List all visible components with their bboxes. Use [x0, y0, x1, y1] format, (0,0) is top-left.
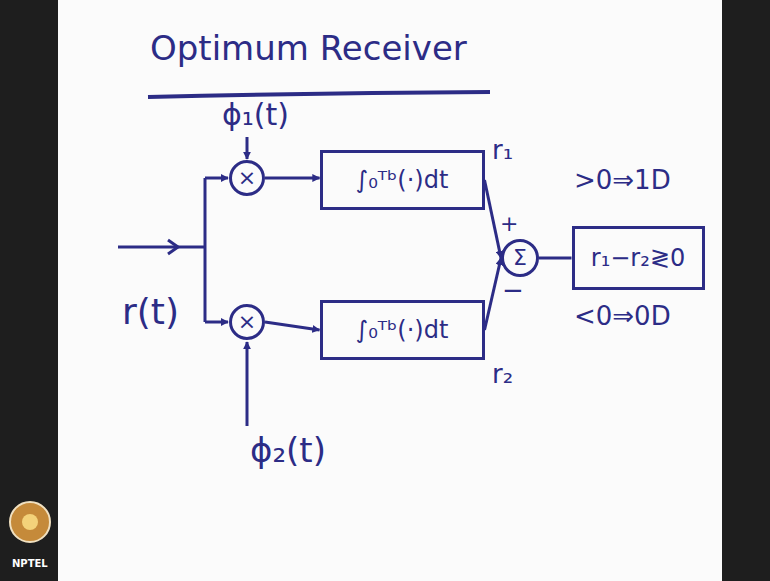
summer-circle: Σ [501, 239, 539, 277]
edge-label: r₂ [490, 360, 515, 389]
decision-rule: <0⇒0D [574, 302, 671, 331]
title-text: Optimum Receiver [150, 30, 467, 67]
decision-rule-holder: <0⇒0D [574, 302, 671, 331]
node-text: ∫₀ᵀᵇ(·)dt [356, 317, 449, 343]
signal-wire [265, 177, 320, 180]
flow-chevron [168, 240, 178, 254]
node-text: ∫₀ᵀᵇ(·)dt [356, 167, 449, 193]
signal-wire [485, 258, 502, 330]
sign-label-holder: − [502, 276, 524, 305]
sign-label: − [502, 276, 524, 305]
split-wire [204, 178, 207, 322]
edge-label: r₁ [490, 136, 515, 165]
circle-border [231, 162, 264, 195]
signal-wire [485, 180, 502, 258]
decision-box: r₁−r₂≷0 [572, 226, 705, 290]
title-holder: Optimum Receiver [150, 30, 467, 67]
sign-label: + [500, 212, 518, 236]
logo-text-holder: NPTEL [12, 552, 48, 571]
title-underline [148, 92, 490, 97]
node-text: r₁−r₂≷0 [591, 245, 685, 271]
whiteboard [58, 0, 722, 581]
circle-border [231, 306, 264, 339]
logo-text: NPTEL [12, 558, 48, 569]
sign-label-holder: + [500, 212, 518, 236]
branch-wire [205, 177, 228, 180]
signal-wire [265, 322, 320, 330]
basis-label-holder: ϕ₂(t) [250, 432, 326, 469]
input-wire [118, 246, 205, 249]
integrator-box: ∫₀ᵀᵇ(·)dt [320, 150, 485, 210]
multiplier-circle: × [229, 160, 265, 196]
basis-label: ϕ₁(t) [222, 98, 289, 131]
multiplier-circle: × [229, 304, 265, 340]
signal-wire [539, 257, 572, 260]
nptel-logo [10, 502, 50, 542]
basis-arrow [246, 342, 249, 426]
edge-label-holder: r₂ [490, 360, 515, 389]
basis-label-holder: ϕ₁(t) [222, 98, 289, 131]
decision-rule-holder: >0⇒1D [574, 166, 671, 195]
decision-rule: >0⇒1D [574, 166, 671, 195]
nptel-logo-center [22, 514, 38, 530]
node-text: Σ [513, 246, 527, 270]
basis-arrow [246, 137, 249, 159]
signal-label: r(t) [122, 292, 179, 332]
branch-wire [205, 321, 228, 324]
basis-label: ϕ₂(t) [250, 432, 326, 469]
edge-label-holder: r₁ [490, 136, 515, 165]
circle-border [503, 241, 538, 276]
integrator-box: ∫₀ᵀᵇ(·)dt [320, 300, 485, 360]
signal-label-holder: r(t) [122, 292, 179, 332]
node-text: × [238, 310, 256, 334]
node-text: × [238, 166, 256, 190]
